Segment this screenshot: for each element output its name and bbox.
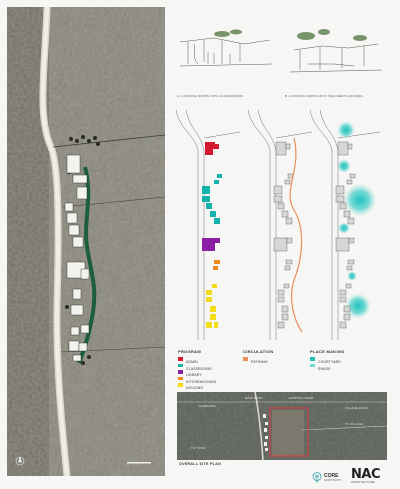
circulation-diagram — [273, 137, 303, 333]
legend-program-item: LIBRARY — [178, 369, 217, 377]
site-label-village-road: VILLAGE ROAD — [345, 406, 368, 410]
sketch-a — [174, 22, 278, 86]
sketch-b — [284, 20, 388, 88]
core-logo-subtext: ARCHITECTS — [324, 479, 342, 482]
legend-swatch — [178, 370, 183, 374]
legend-program-item: HOUSING — [178, 382, 217, 390]
site-plan-title: OVERALL SITE PLAN — [179, 462, 221, 466]
legend-placemaking-item: SHADE — [310, 363, 345, 371]
core-logo: CORE ARCHITECTS — [311, 472, 347, 484]
site-label-main-road: MAIN ROAD — [245, 396, 263, 400]
legend-program-title: PROGRAM — [178, 349, 201, 354]
legend-swatch — [178, 383, 183, 387]
sketch-b-caption: B | LOOKING NORTH INTO TEACHER'S HOUSING — [285, 94, 364, 98]
site-label-to-village: TO VILLAGE — [345, 422, 364, 426]
legend-swatch — [310, 363, 315, 368]
legend-program-item: ADMIN — [178, 356, 217, 364]
program-diagram — [202, 142, 222, 328]
site-boundary — [269, 407, 309, 457]
legend-item-label: SHADE — [318, 366, 331, 371]
legend-placemaking: PLACE MAKING COURTYARD SHADE — [310, 349, 345, 371]
nac-logo-subtext: ARCHITECTURE — [351, 481, 375, 484]
legend-circulation-item: PATHWAY — [243, 356, 274, 364]
legend-swatch — [310, 357, 315, 361]
legend-placemaking-title: PLACE MAKING — [310, 349, 345, 354]
legend-item-label: CLASSROOMS — [186, 366, 212, 371]
legend-circulation: CIRCULATION PATHWAY — [243, 349, 274, 364]
aerial-site-image — [7, 7, 165, 476]
legend-item-label: PATHWAY — [251, 360, 269, 364]
legend-placemaking-item: COURTYARD — [310, 356, 345, 364]
legend-program-item: KITCHEN/DINING — [178, 376, 217, 384]
aerial-svg — [7, 7, 165, 476]
placemaking-diagram — [335, 121, 377, 329]
site-plan-map: FARMLAND MAIN ROAD EXISTING ROAD VILLAGE… — [177, 392, 387, 460]
legend-swatch — [178, 357, 183, 361]
legend-circulation-title: CIRCULATION — [243, 349, 274, 354]
core-tree-icon — [312, 472, 322, 483]
legend-program-item: CLASSROOMS — [178, 363, 217, 371]
legend-swatch — [243, 357, 248, 361]
nac-logo-text: NAC — [351, 467, 380, 482]
legend-item-label: HOUSING — [186, 386, 204, 390]
legend-item-label: LIBRARY — [186, 373, 202, 377]
legend-program: PROGRAM ADMIN CLASSROOMS LIBRARY KITCHEN/DI… — [178, 349, 217, 390]
site-label-existing-road: EXISTING ROAD — [289, 396, 314, 400]
diagram-panels — [170, 109, 390, 340]
core-logo-text: CORE — [324, 473, 339, 479]
legend-item-label: COURTYARD — [318, 360, 341, 364]
nac-logo: NAC ARCHITECTURE — [351, 468, 395, 486]
site-label-to-town: TO TOWN — [191, 446, 206, 450]
legend-item-label: KITCHEN/DINING — [186, 379, 217, 384]
pathway-curve — [289, 137, 303, 333]
legend-swatch — [178, 363, 183, 368]
legend-item-label: ADMIN — [186, 360, 198, 364]
site-label-farmland: FARMLAND — [199, 404, 216, 408]
legend-swatch — [178, 376, 183, 381]
sketch-a-caption: A | LOOKING NORTH INTO CLASSROOMS — [177, 94, 243, 98]
scale-bar — [127, 462, 151, 464]
